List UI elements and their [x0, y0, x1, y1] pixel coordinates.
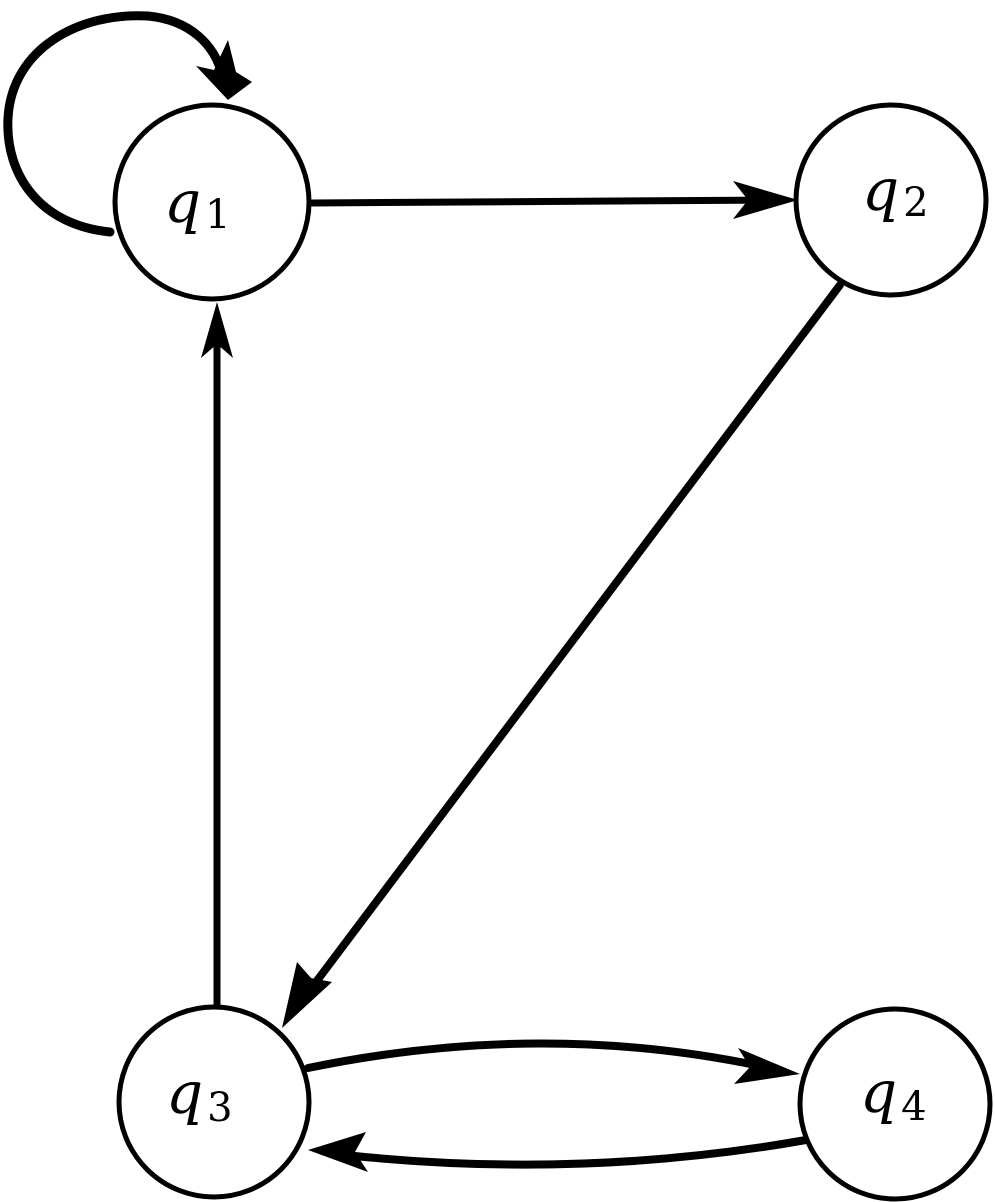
state-q1-sub: 1 — [205, 192, 230, 238]
state-q1-circle — [112, 102, 312, 302]
transitions — [3, 11, 844, 1172]
state-q2-base: q — [862, 156, 899, 224]
arrowhead-q3-q1 — [201, 302, 233, 358]
state-q3-sub: 3 — [207, 1085, 232, 1131]
edge-q2-q3 — [306, 281, 844, 994]
arrowhead-q3-q4 — [734, 1048, 800, 1084]
edge-q1-q1 — [3, 11, 227, 237]
edge-q3-q4 — [304, 1039, 764, 1072]
state-q4-sub: 4 — [901, 1084, 926, 1130]
arrowhead-q1-q1 — [196, 40, 252, 100]
edge-q1-q2 — [308, 196, 784, 207]
state-q3-circle — [116, 1004, 312, 1200]
arrowhead-q1-q2 — [733, 181, 798, 219]
state-q2-circle — [793, 102, 989, 298]
edge-q4-q3 — [341, 1136, 810, 1169]
state-q2-sub: 2 — [903, 180, 928, 226]
arrowhead-q4-q3 — [308, 1132, 368, 1172]
state-q4-base: q — [860, 1058, 897, 1126]
state-q4-circle — [797, 1006, 993, 1202]
state-q3-base: q — [166, 1059, 203, 1127]
state-q1-base: q — [164, 168, 201, 236]
arrowhead-q2-q3 — [282, 962, 332, 1028]
